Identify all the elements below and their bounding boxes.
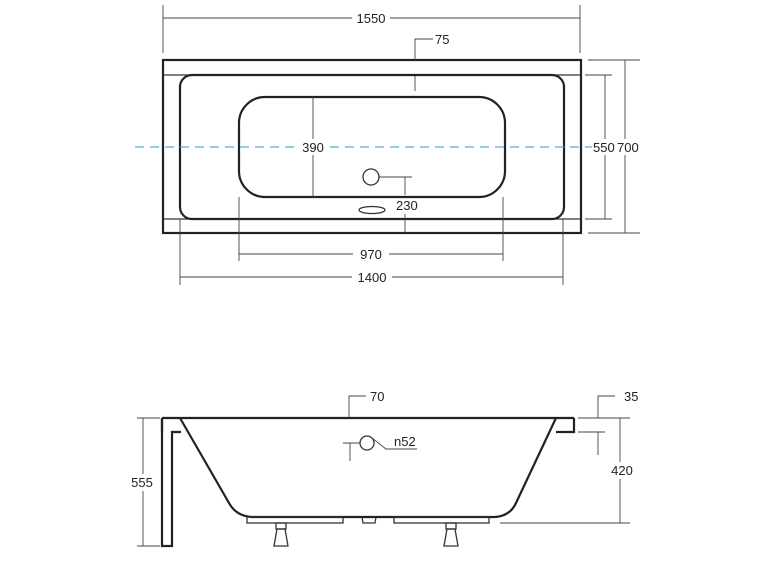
dim-rim-top: 70 (370, 389, 384, 404)
foot-left (273, 522, 289, 547)
dim-overall-length: 1550 (357, 11, 386, 26)
dim-drain-offset: 230 (396, 198, 418, 213)
dim-inner-width: 550 (593, 140, 615, 155)
dim-basin-length: 970 (360, 247, 382, 262)
top-view: 1550 75 390 230 970 1400 550 700 (135, 5, 642, 285)
overflow-icon (358, 205, 386, 215)
dim-basin-width: 390 (302, 140, 324, 155)
dim-rim-thickness: 35 (624, 389, 638, 404)
dim-overflow-diameter: n52 (394, 434, 416, 449)
drain-icon (362, 168, 380, 186)
dim-inner-length: 1400 (358, 270, 387, 285)
tub-profile (179, 417, 557, 519)
side-view: n52 555 70 35 420 (128, 389, 638, 548)
overflow-hole-icon (359, 435, 375, 451)
dim-overall-height: 555 (131, 475, 153, 490)
dim-overall-width: 700 (617, 140, 639, 155)
dim-depth: 420 (611, 463, 633, 478)
foot-right (443, 522, 459, 547)
basin (237, 95, 507, 199)
dim-rim-width: 75 (435, 32, 449, 47)
support-plate-left (246, 516, 344, 524)
tub-outline-top (161, 58, 583, 235)
support-plate-right (393, 516, 490, 524)
